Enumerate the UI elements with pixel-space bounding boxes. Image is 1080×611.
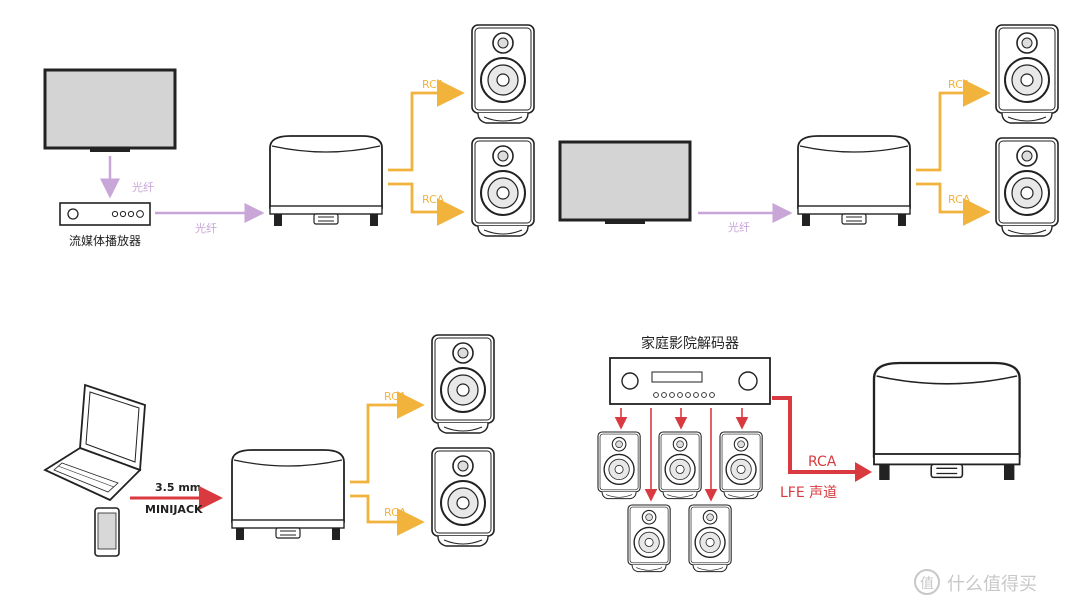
setup-home-theater: 家庭影院解码器 RCA LFE 声道 — [597, 335, 1021, 573]
phone-icon — [94, 507, 120, 557]
rca-label-bottom: RCA — [948, 193, 971, 206]
watermark-text: 什么值得买 — [947, 574, 1037, 595]
rca-label-top: RCA — [384, 390, 407, 403]
streamer-caption: 流媒体播放器 — [69, 233, 141, 248]
rca-label-top: RCA — [948, 78, 971, 91]
svg-text:值: 值 — [920, 576, 934, 592]
lfe-rca-label: RCA — [808, 454, 837, 470]
optical-label-vertical: 光纤 — [132, 180, 154, 194]
speaker-icon — [995, 24, 1059, 124]
optical-label: 光纤 — [728, 220, 750, 234]
rca-label-bottom: RCA — [384, 506, 407, 519]
decoder-title: 家庭影院解码器 — [641, 335, 739, 352]
subwoofer-icon — [872, 361, 1021, 482]
rca-label-bottom: RCA — [422, 193, 445, 206]
speaker-icon — [719, 431, 763, 500]
setup-laptop-minijack: 3.5 mm MINIJACK RCA RCA — [43, 334, 495, 557]
minijack-size-label: 3.5 mm — [155, 481, 201, 494]
speaker-icon — [627, 504, 671, 573]
speaker-icon — [471, 137, 535, 237]
laptop-icon — [43, 383, 146, 502]
streamer-device-icon — [59, 202, 151, 226]
speaker-icon — [471, 24, 535, 124]
speaker-icon — [431, 447, 495, 547]
speaker-icon — [431, 334, 495, 434]
speaker-icon — [995, 137, 1059, 237]
watermark: 值 什么值得买 — [914, 569, 1037, 595]
av-receiver-icon — [609, 357, 771, 405]
rca-label-top: RCA — [422, 78, 445, 91]
zhi-logo-icon: 值 — [914, 569, 940, 595]
subwoofer-icon — [269, 135, 383, 227]
subwoofer-icon — [797, 135, 911, 227]
tv-icon — [43, 68, 177, 154]
setup-streamer-optical: 光纤 流媒体播放器 光纤 RCA RCA — [43, 24, 535, 248]
setup-tv-optical: 光纤 RCA RCA — [558, 24, 1059, 237]
minijack-label: MINIJACK — [145, 503, 203, 516]
speaker-icon — [658, 431, 702, 500]
optical-label-horizontal: 光纤 — [195, 221, 217, 235]
speaker-icon — [597, 431, 641, 500]
subwoofer-icon — [231, 449, 345, 541]
speaker-icon — [688, 504, 732, 573]
tv-icon — [558, 140, 692, 226]
lfe-channel-label: LFE 声道 — [780, 485, 837, 501]
